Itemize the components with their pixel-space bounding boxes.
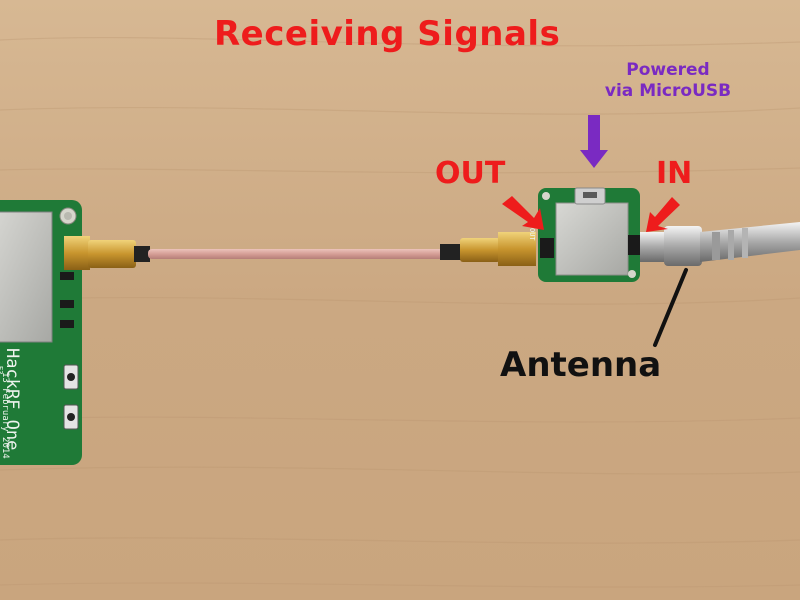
power-note: Powered via MicroUSB [583,60,753,102]
amp-out-connector [460,232,536,266]
coax-cable [148,249,446,259]
title: Receiving Signals [214,14,561,54]
board-code-silkscreen: E3 [0,366,4,375]
in-label: IN [656,156,693,191]
lna-amplifier-board [538,187,642,282]
power-note-line1: Powered [626,60,710,80]
antenna [700,222,800,262]
power-note-line2: via MicroUSB [604,81,732,101]
hackrf-sma-connector [64,236,150,270]
usb-arrow [580,115,608,168]
amp-in-connector [640,226,702,266]
out-label: OUT [435,156,506,191]
antenna-pointer-line [653,268,688,347]
antenna-label: Antenna [500,345,662,385]
hackrf-board [0,200,82,465]
cable-sleeve-right [440,244,462,260]
amp-out-silkscreen: OUT [528,228,536,241]
wood-grain [0,36,800,588]
out-arrow [502,196,544,230]
in-arrow [646,197,680,232]
board-date-silkscreen: 13 February 2014 [0,372,10,459]
